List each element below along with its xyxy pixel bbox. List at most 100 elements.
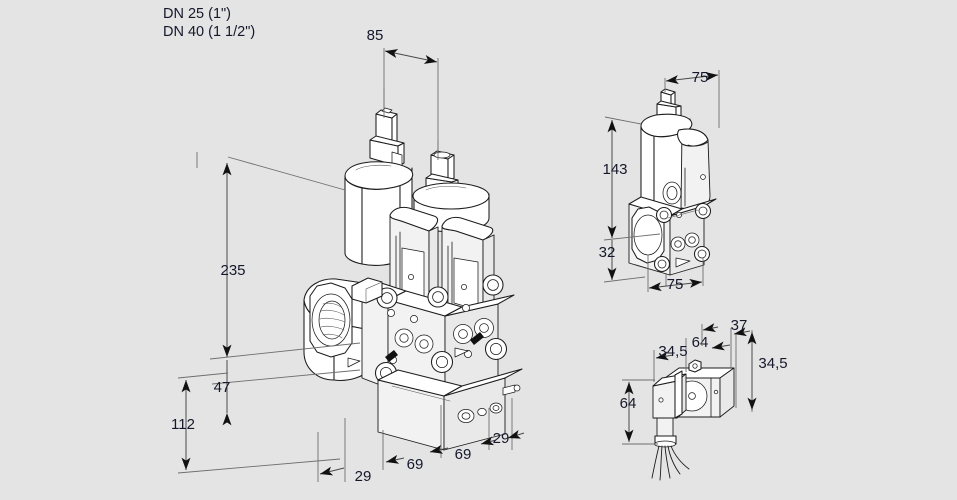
solenoid-coil-right [441,216,495,319]
flange-bolt-e-socket [436,356,448,368]
dimension-235-text: 235 [220,262,245,279]
manifold-small-bolts [387,304,472,364]
flange-bolt-e [430,350,454,374]
stem-bore [433,151,451,159]
dimension-29-right-text: 29 [493,430,510,447]
dimension-75-top-text: 75 [692,69,709,86]
outlet-block [377,368,523,451]
manifold-side-boss [351,277,383,304]
outlet-block-top-b [443,368,523,397]
side-housing-eye-inner [666,186,678,200]
plug-front [652,380,678,419]
dimension-143: 143 [602,116,661,241]
flow-marker-dark-1 [385,350,398,362]
small-bolt-4 [462,304,470,312]
dimension-coil-depth-text: 34,5 [758,355,787,372]
dimension-29-right: 29 [480,398,525,450]
main-assembly-view [196,88,523,451]
dimension-29-left-text: 29 [355,468,372,485]
side-bolt-3-socket [657,259,667,269]
side-assembly-view [628,88,717,286]
side-test-point-1-inner [674,240,682,248]
housing-top-highlight [355,164,392,171]
valve-manifold-body [347,281,515,405]
dimension-offset-37: 37 [701,317,751,346]
label-dn40: DN 40 (1 1/2") [163,24,255,40]
inlet-bore-inner [318,300,346,340]
flange-bolt-c-socket [487,279,499,291]
dimension-112: 112 [171,372,341,474]
coil-right-panel [453,257,479,311]
dimension-plug-width: 34,5 [653,338,688,382]
dimension-69-b: 69 [429,405,472,463]
coil-right-top [441,216,494,241]
dimension-offset-37-text: 37 [731,317,748,334]
flow-arrow-1 [347,357,361,368]
dimension-32: 32 [599,240,646,283]
spring-housing-left [344,175,363,265]
outlet-hole-2 [477,408,487,416]
flange-bolt-c [482,274,504,296]
dimension-plug-width-text: 34,5 [658,343,687,360]
coil-small-hole [713,389,719,395]
side-bolt-2-socket [698,206,708,216]
main-view-dimensions: 85 235 47 112 29 [171,27,525,485]
dome-highlight [425,185,467,191]
side-bolt-1-socket [659,210,669,220]
dimension-112-text: 112 [171,416,195,433]
dimension-75-bottom: 75 [647,255,704,293]
manifold-top-b [444,294,515,317]
cable-gland-body [656,417,674,437]
flow-marker-dark-2 [470,332,484,345]
coil-plug-gasket [674,370,683,419]
test-point-1-inner [399,333,409,343]
side-solenoid-cover [677,128,711,211]
small-bolt-1 [387,309,395,317]
outlet-block-groove [391,385,451,402]
side-view-dimensions: 75 143 32 75 [599,69,720,293]
test-point-4-inner [479,323,489,333]
cable-plug [651,373,690,481]
flange-bolt-b-socket [432,291,444,303]
coil-left-top [389,206,439,232]
test-point-2-inner [419,339,429,349]
coil-right-screw-hole [461,284,467,290]
dimension-coil-depth: 34,5 [735,330,788,412]
connector-coil-view [651,359,735,481]
coil-face-center [688,392,696,400]
outlet-hole-3-inner [492,405,500,411]
dimension-plug-height-text: 64 [620,395,637,412]
outlet-hole-1-inner [461,412,471,420]
test-point-3-inner [458,329,468,339]
side-bolt-4-socket [697,249,707,259]
dimension-29-left: 29 [317,418,372,485]
coil-left-screw-hole [408,274,414,280]
dimension-75-top: 75 [664,69,720,128]
dimension-69-b-text: 69 [455,446,472,463]
side-cover-groove [687,141,709,147]
side-flow-arrow [675,257,691,268]
plug-hole [658,397,664,403]
dimension-143-text: 143 [602,161,627,178]
side-boss-body [351,277,383,304]
dimension-85-text: 85 [367,27,384,44]
outlet-nipple-cap [513,384,521,392]
dimension-85: 85 [367,27,439,160]
flange-bolt-b [427,286,449,308]
flow-arrow-3 [454,347,469,358]
outlet-nipple [502,384,516,396]
size-label-group: DN 25 (1") DN 40 (1 1/2") [163,6,255,40]
side-cover-top [677,128,709,147]
inlet-thread-lines [319,302,346,339]
dimension-47-text: 47 [214,379,231,396]
dome-top [412,182,490,210]
dimension-32-text: 32 [599,244,616,261]
flange-bolt-f [484,337,508,361]
coil-lug-hole [692,363,698,369]
coil-block-side [719,367,735,418]
side-test-point-2-inner [688,236,696,244]
dimension-69-a-text: 69 [407,456,424,473]
small-bolt-2 [410,315,418,323]
